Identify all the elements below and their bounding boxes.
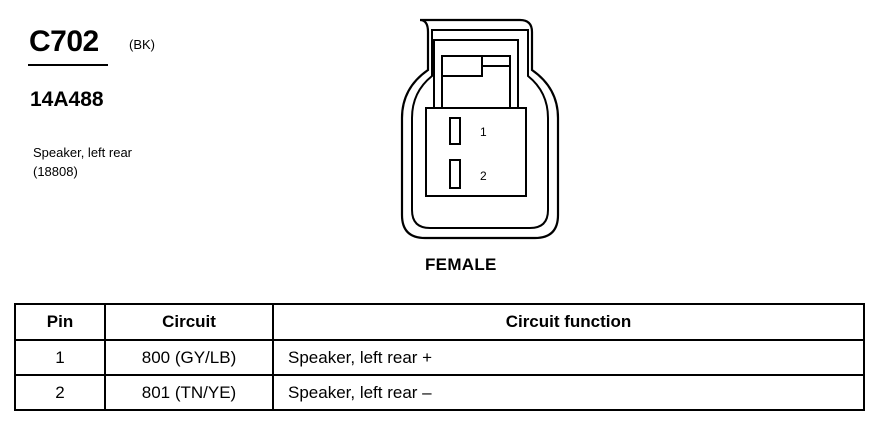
- row-2-function: Speaker, left rear –: [272, 374, 865, 411]
- connector-face-diagram: 1 2: [400, 18, 560, 240]
- connector-color: (BK): [129, 37, 155, 52]
- row-1-circuit: 800 (GY/LB): [104, 339, 274, 376]
- table-header-row: Pin Circuit Circuit function: [14, 303, 865, 341]
- row-2-pin: 2: [14, 374, 106, 411]
- pin-cavity-body: [425, 107, 527, 197]
- view-label: FEMALE: [425, 255, 497, 274]
- pin-number-2: 2: [480, 169, 487, 183]
- connector-inner-housing: [411, 29, 549, 229]
- connector-id: C702: [29, 25, 99, 58]
- header-pin: Pin: [14, 303, 106, 341]
- pin-number-1: 1: [480, 125, 487, 139]
- header-circuit-function: Circuit function: [272, 303, 865, 341]
- connector-id-underline: [28, 64, 108, 66]
- pin-table: Pin Circuit Circuit function 1 800 (GY/L…: [14, 303, 865, 411]
- connector-outer-housing: [400, 18, 560, 240]
- component-description: Speaker, left rear (18808): [33, 143, 132, 181]
- table-row: 1 800 (GY/LB) Speaker, left rear +: [14, 339, 865, 376]
- pin-slot-2: [449, 159, 461, 189]
- row-2-circuit: 801 (TN/YE): [104, 374, 274, 411]
- row-1-function: Speaker, left rear +: [272, 339, 865, 376]
- table-row: 2 801 (TN/YE) Speaker, left rear –: [14, 374, 865, 411]
- pin-slot-1: [449, 117, 461, 145]
- component-description-name: Speaker, left rear: [33, 145, 132, 160]
- row-1-pin: 1: [14, 339, 106, 376]
- component-description-code: (18808): [33, 164, 78, 179]
- part-number: 14A488: [30, 88, 104, 111]
- header-circuit: Circuit: [104, 303, 274, 341]
